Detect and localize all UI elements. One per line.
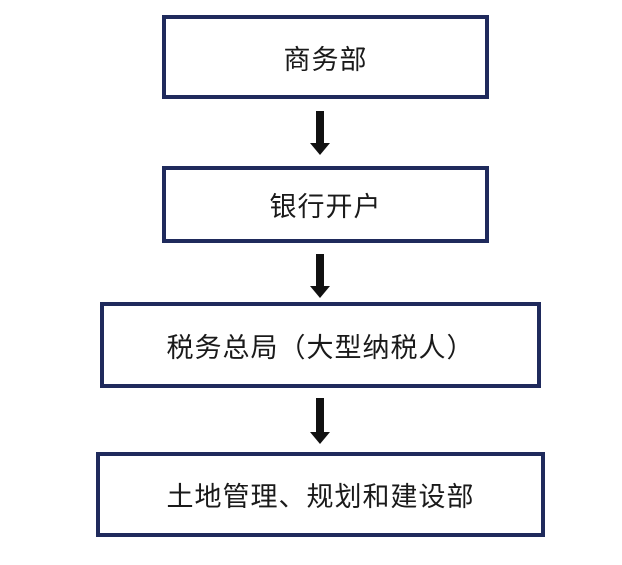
step-label: 银行开户 — [269, 192, 382, 223]
step-box-land-planning-construction: 土地管理、规划和建设部 — [96, 452, 545, 537]
step-box-tax-bureau: 税务总局（大型纳税人） — [100, 302, 541, 388]
step-label: 商务部 — [283, 44, 368, 76]
step-label: 税务总局（大型纳税人） — [166, 332, 475, 364]
step-box-ministry-of-commerce: 商务部 — [162, 15, 489, 99]
down-arrow-icon — [310, 111, 330, 155]
down-arrow-icon — [310, 254, 330, 298]
step-label: 土地管理、规划和建设部 — [166, 482, 475, 513]
down-arrow-icon — [310, 398, 330, 444]
step-box-bank-account: 银行开户 — [162, 166, 489, 243]
